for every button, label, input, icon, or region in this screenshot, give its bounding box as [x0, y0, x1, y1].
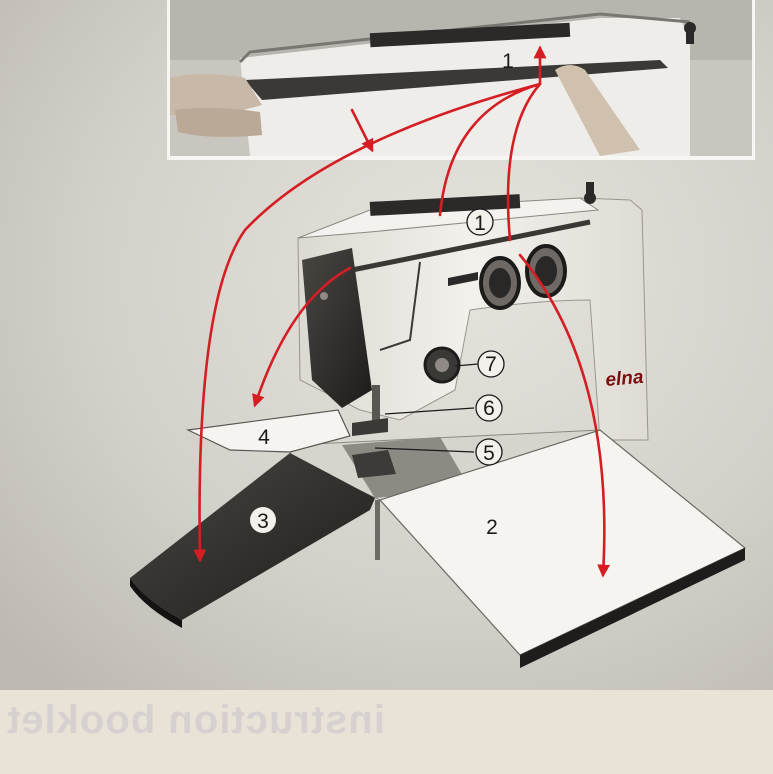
stitch-dials: [479, 244, 567, 310]
extension-tables: [130, 409, 747, 668]
svg-text:1: 1: [474, 212, 486, 235]
face-cover: [302, 248, 372, 408]
carry-case-table: [130, 453, 375, 620]
callout-5: 5: [475, 438, 503, 466]
callout-inset-1: 1: [502, 50, 514, 73]
svg-text:4: 4: [258, 426, 270, 449]
bleed-through-text: instruction booklet: [6, 698, 385, 742]
page-bottom-margin: instruction booklet: [0, 690, 773, 774]
brand-logo: elna: [605, 367, 645, 391]
callout-4: 4: [258, 426, 270, 449]
left-extension-table: [185, 409, 351, 453]
leader-lines: [374, 363, 479, 453]
callout-6: 6: [475, 394, 503, 422]
inset-photo: [167, 0, 755, 160]
sewing-machine-photo: elna 1 1: [0, 0, 773, 690]
callout-1: 1: [466, 208, 494, 236]
svg-text:3: 3: [257, 510, 269, 533]
callout-7: 7: [477, 350, 505, 378]
movement-arrows: [193, 45, 611, 578]
svg-text:2: 2: [486, 516, 498, 539]
callout-2: 2: [486, 516, 498, 539]
sewing-machine: elna: [297, 182, 649, 441]
svg-text:1: 1: [502, 50, 514, 73]
svg-text:5: 5: [483, 442, 495, 465]
svg-text:7: 7: [485, 353, 497, 376]
svg-text:6: 6: [483, 397, 495, 420]
callout-3: 3: [250, 507, 276, 533]
